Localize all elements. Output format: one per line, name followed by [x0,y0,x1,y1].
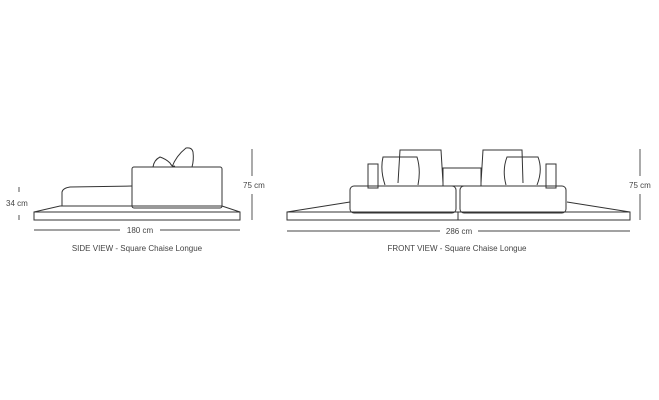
side-pillow-2 [171,147,194,168]
side-seat-height-label: 34 cm [6,199,28,208]
front-height-label: 75 cm [629,181,651,190]
side-width-label: 180 cm [127,226,154,235]
front-platform-slope [286,201,631,213]
side-platform-slope [33,205,241,213]
side-view-caption: SIDE VIEW - Square Chaise Longue [72,244,203,253]
left-seat [349,185,457,214]
side-back-block [131,166,223,209]
right-throw-pillow [503,156,541,186]
side-view-drawing [33,147,241,221]
side-chaise-seat [61,185,133,206]
left-arm [367,163,379,189]
front-view-drawing [286,149,631,221]
right-back-cushion [480,149,524,184]
left-throw-pillow [381,156,420,186]
left-back-cushion [397,149,444,184]
right-seat [459,185,567,214]
side-dimensions: 180 cm 75 cm 34 cm SIDE VIEW - Square Ch… [6,149,265,253]
side-base-platform [33,211,241,221]
front-dimensions: 286 cm 75 cm FRONT VIEW - Square Chaise … [287,149,651,253]
right-arm [545,163,557,189]
center-table [442,167,482,187]
side-pillow-1 [152,156,176,168]
side-height-label: 75 cm [243,181,265,190]
front-width-label: 286 cm [446,227,473,236]
front-view-caption: FRONT VIEW - Square Chaise Longue [387,244,527,253]
